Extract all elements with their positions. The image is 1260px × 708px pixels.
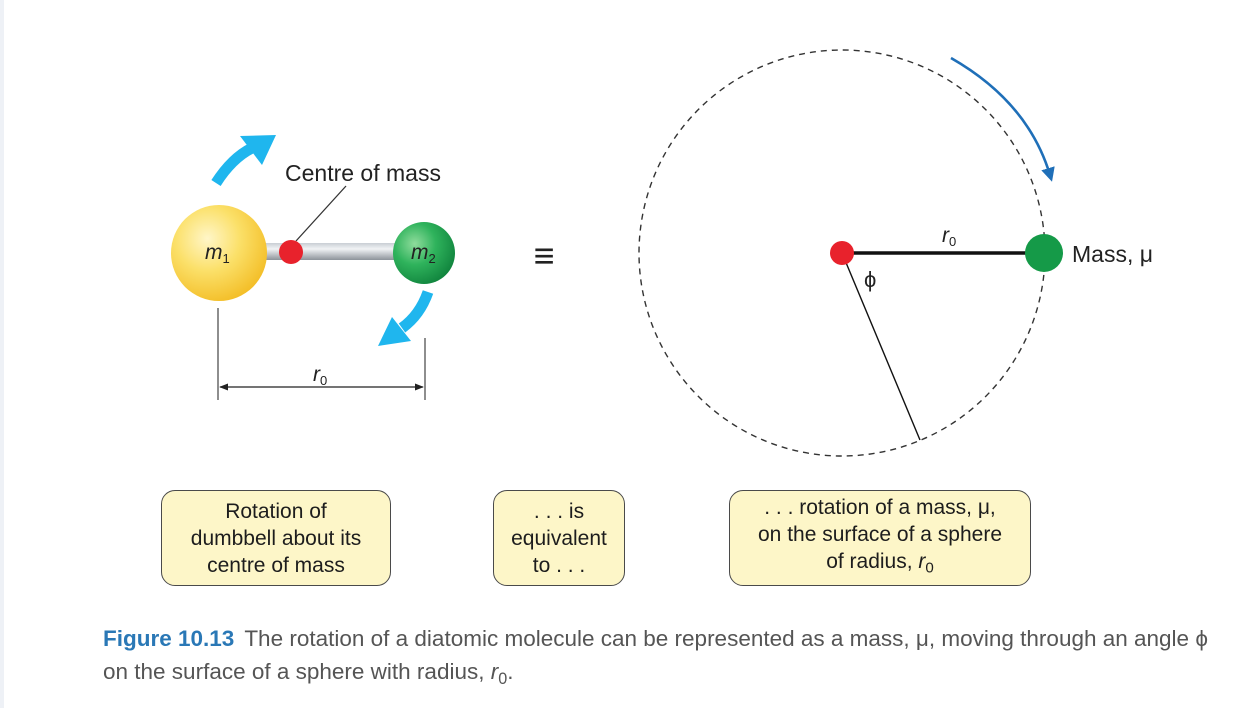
centre-of-mass-leader (295, 185, 347, 242)
box-left-line-3: centre of mass (207, 553, 345, 577)
radius-label: r0 (942, 224, 956, 249)
caption-phi: ϕ (1195, 626, 1208, 651)
sphere-description-box: . . . rotation of a mass, μ, on the surf… (729, 490, 1031, 586)
rotation-arrow-bottom (378, 290, 434, 346)
mass-m1-sphere (171, 205, 267, 301)
angle-line (841, 252, 921, 441)
bond-length-label: r0 (313, 363, 327, 388)
box-right-line-3: of radius, r0 (826, 550, 934, 577)
mass-m2-label: m2 (411, 241, 436, 266)
box-left-line-1: Rotation of (225, 499, 327, 523)
mass-m1-label: m1 (205, 241, 230, 266)
box-middle-line-2: equivalent (511, 526, 607, 550)
box-middle-line-3: to . . . (532, 553, 586, 577)
rotation-arrow-top (211, 135, 276, 187)
dumbbell-description-box: Rotation of dumbbell about its centre of… (161, 490, 391, 586)
mass-m2-sphere (393, 222, 455, 284)
rotation-direction-arrow (950, 56, 1055, 182)
mass-mu-label: Mass, μ (1072, 241, 1153, 267)
equivalence-description-box: . . . is equivalent to . . . (493, 490, 625, 586)
mass-mu-dot (1025, 234, 1063, 272)
box-middle-line-1: . . . is (533, 499, 585, 523)
box-left-line-2: dumbbell about its (190, 526, 362, 550)
figure-number: Figure 10.13 (103, 626, 235, 651)
phi-label: ϕ (864, 267, 876, 292)
box-right-line-2: on the surface of a sphere (758, 523, 1002, 547)
centre-of-mass-label: Centre of mass (285, 160, 441, 186)
sphere-centre-dot (830, 241, 854, 265)
equivalence-symbol: ≡ (533, 235, 554, 276)
dumbbell-rod (255, 243, 405, 260)
box-right-line-1: . . . rotation of a mass, μ, (764, 496, 996, 520)
centre-of-mass-dot (279, 240, 303, 264)
